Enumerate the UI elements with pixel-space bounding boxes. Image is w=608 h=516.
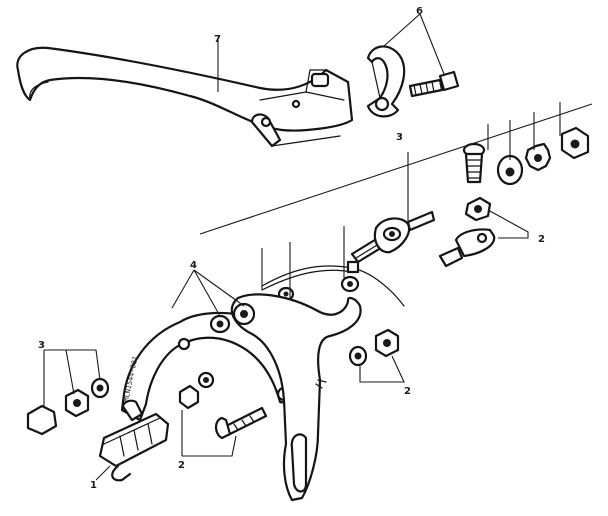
handlebar-clamp bbox=[366, 45, 406, 118]
washer-upper bbox=[496, 154, 524, 186]
cable-bolt bbox=[350, 210, 436, 264]
callout-nut-washer-right: 2 bbox=[404, 386, 411, 397]
nut-washer-right bbox=[348, 328, 400, 367]
arm-washer-upper bbox=[209, 314, 231, 334]
callout-arm: 4 bbox=[190, 260, 197, 271]
cable-link bbox=[438, 228, 496, 268]
callout-lever: 7 bbox=[214, 34, 221, 45]
callout-pivot-bolt: 2 bbox=[178, 460, 185, 471]
lever-pivot-hole bbox=[260, 116, 272, 128]
lock-washer-upper bbox=[524, 142, 552, 172]
nut-upper bbox=[560, 126, 590, 160]
brake-arm-rear bbox=[230, 293, 362, 502]
pivot-bolt bbox=[178, 371, 268, 440]
callout-cable: 3 bbox=[396, 132, 403, 143]
straddle-cable bbox=[261, 260, 405, 307]
lever-slot bbox=[310, 72, 330, 88]
brake-shoe bbox=[98, 399, 170, 482]
callout-fastener-upper: 2 bbox=[538, 234, 545, 245]
nut-right-upper bbox=[464, 196, 492, 222]
leader-lines bbox=[43, 13, 593, 481]
callout-shoe: 1 bbox=[90, 480, 97, 491]
callout-nut-washer-left: 3 bbox=[38, 340, 45, 351]
brake-lever bbox=[16, 46, 354, 148]
cable-anchor-bolt bbox=[462, 142, 486, 184]
clamp-bolt bbox=[408, 70, 460, 98]
callout-labels: 7 6 3 2 4 3 2 2 1 bbox=[38, 6, 545, 491]
nut-washer-left bbox=[26, 377, 110, 436]
callout-clamp: 6 bbox=[416, 6, 423, 17]
cable-washers bbox=[277, 275, 360, 302]
